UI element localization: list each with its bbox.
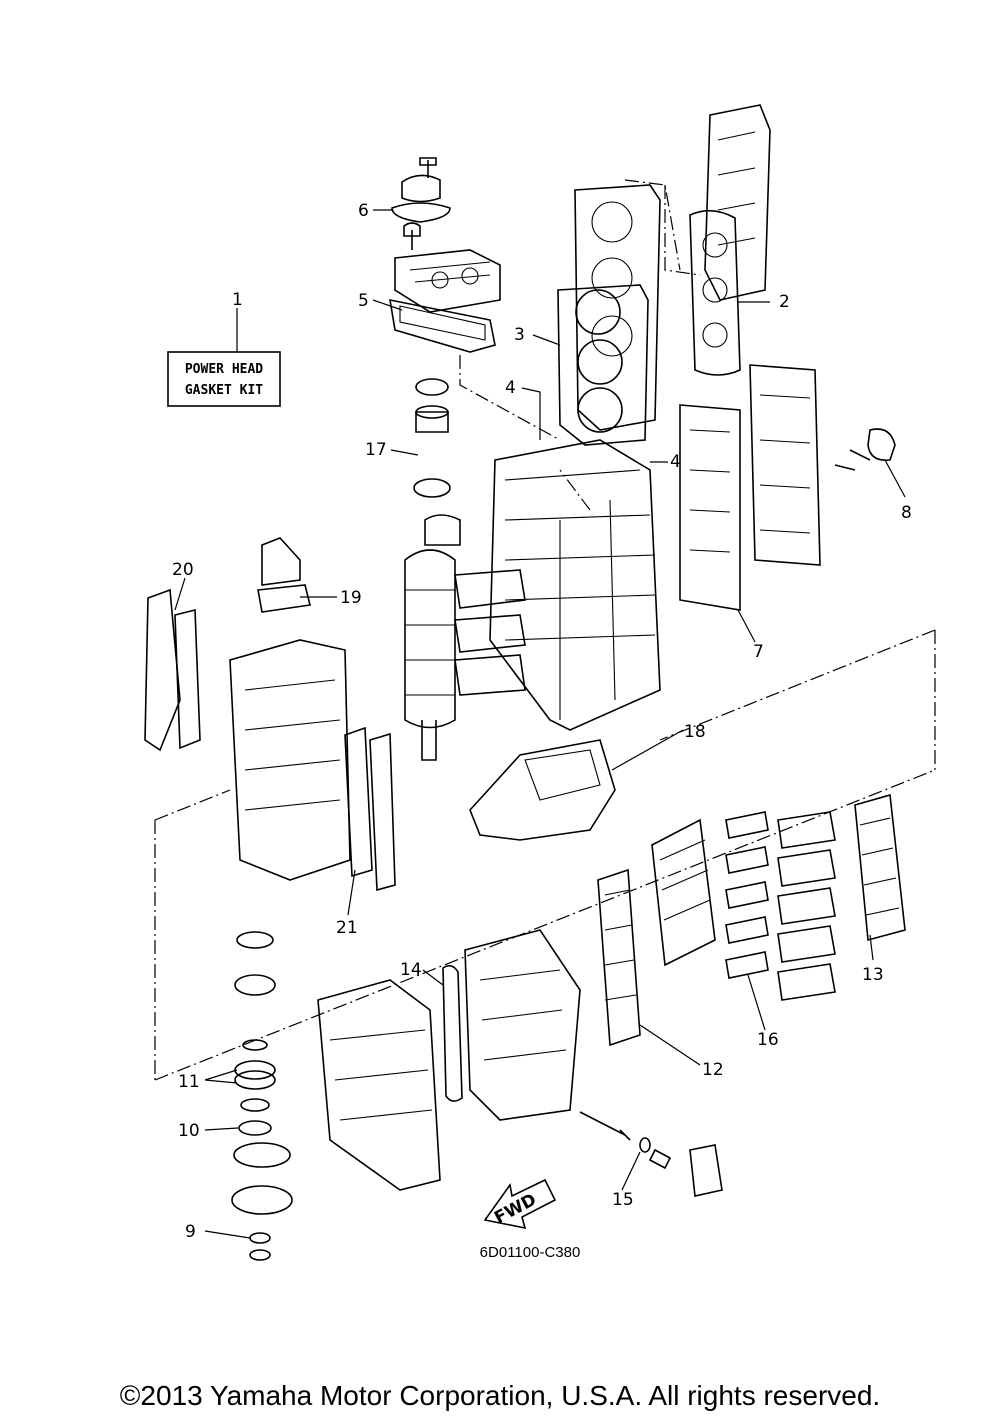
callout-21: 21 <box>336 918 358 938</box>
fwd-label: FWD <box>491 1190 540 1229</box>
leader-lines <box>174 209 906 1239</box>
callout-6: 6 <box>358 201 369 221</box>
intake-silencer <box>317 929 581 1191</box>
callout-18: 18 <box>684 722 706 742</box>
callout-20: 20 <box>172 560 194 580</box>
cylinder-head <box>557 184 661 446</box>
callout-17: 17 <box>365 440 387 460</box>
callout-2: 2 <box>779 292 790 312</box>
crankshaft-assembly <box>404 378 526 761</box>
callout-8: 8 <box>901 503 912 523</box>
callout-16: 16 <box>757 1030 779 1050</box>
callout-15: 15 <box>612 1190 634 1210</box>
diagram-code: 6D01100-C380 <box>480 1244 581 1261</box>
assembly-lines <box>154 179 936 1081</box>
exhaust-cover <box>689 104 771 376</box>
cylinder-block <box>489 439 661 731</box>
gasket-kit-box: POWER HEAD GASKET KIT <box>167 308 281 407</box>
intake-gasket-plate <box>679 364 896 611</box>
callout-4a: 4 <box>505 378 516 398</box>
callout-11: 11 <box>178 1072 200 1092</box>
fwd-arrow-icon: FWD <box>483 1178 557 1230</box>
reed-valves <box>597 793 906 1047</box>
thermostat-cover <box>389 157 501 353</box>
callout-12: 12 <box>702 1060 724 1080</box>
callout-4b: 4 <box>670 452 681 472</box>
callout-9: 9 <box>185 1222 196 1242</box>
callout-10: 10 <box>178 1121 200 1141</box>
callout-7: 7 <box>753 642 764 662</box>
callout-1: 1 <box>232 290 243 310</box>
crankcase-left <box>144 537 396 892</box>
callout-3: 3 <box>514 325 525 345</box>
callout-14: 14 <box>400 960 422 980</box>
callout-13: 13 <box>862 965 884 985</box>
lower-seals <box>231 931 293 1261</box>
callout-numbers: 1 2 3 4 4 5 6 7 8 9 10 11 12 13 14 15 16… <box>172 201 912 1242</box>
exhaust-gasket <box>469 739 616 841</box>
kit-label-line1: POWER HEAD <box>185 362 263 377</box>
kit-label-line2: GASKET KIT <box>185 383 263 398</box>
callout-5: 5 <box>358 291 369 311</box>
callout-19: 19 <box>340 588 362 608</box>
fuel-fitting <box>579 1111 723 1197</box>
copyright-notice: ©2013 Yamaha Motor Corporation, U.S.A. A… <box>119 1380 881 1411</box>
